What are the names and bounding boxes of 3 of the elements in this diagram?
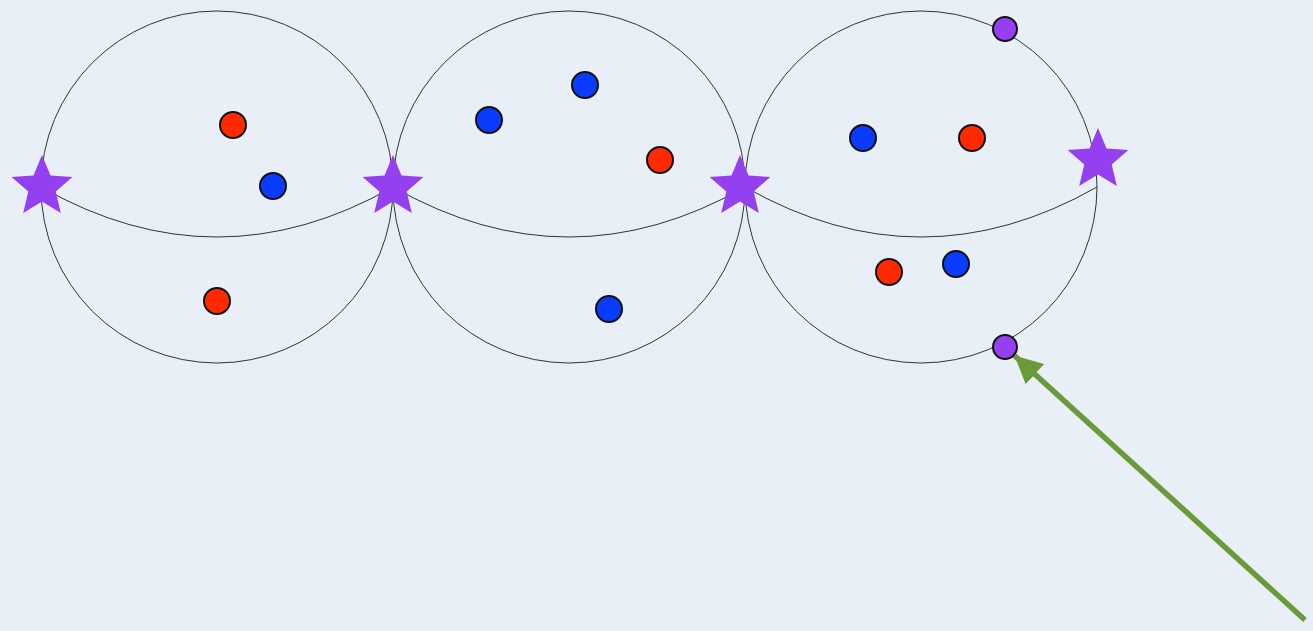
- marker-dot: [992, 334, 1018, 360]
- marker-dot: [992, 16, 1018, 42]
- arrow: [1012, 353, 1307, 623]
